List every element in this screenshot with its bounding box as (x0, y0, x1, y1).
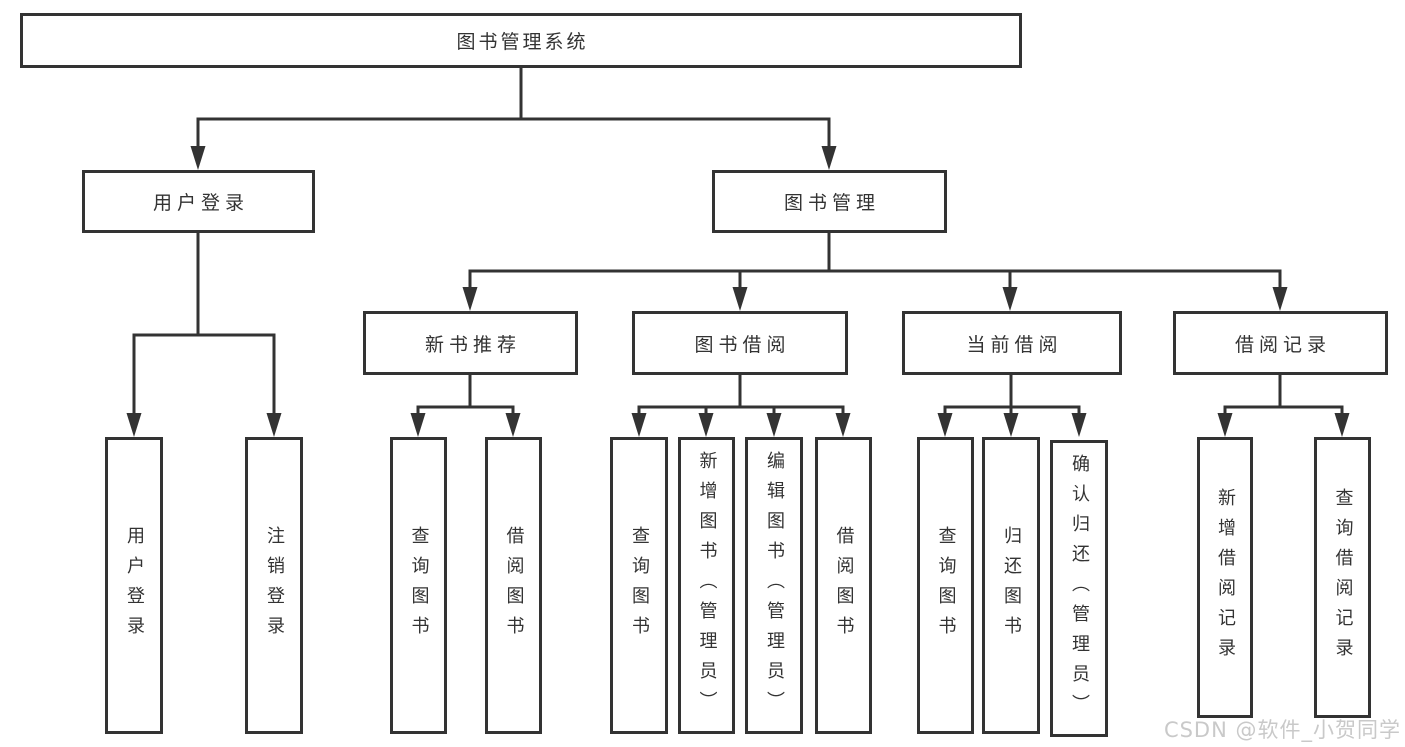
leaf-records-query-record-label: 查询借阅记录 (1332, 487, 1354, 668)
node-book-management-branch: 图书管理 (712, 170, 947, 233)
leaf-logout-label: 注销登录 (264, 525, 285, 646)
leaf-borrowing-edit-books-admin-label: 编辑图书（管理员） (764, 450, 785, 721)
node-book-borrowing: 图书借阅 (632, 311, 848, 375)
leaf-current-confirm-return-admin-label: 确认归还（管理员） (1069, 453, 1090, 724)
leaf-user-login: 用户登录 (105, 437, 163, 734)
node-user-login-branch: 用户登录 (82, 170, 315, 233)
leaf-current-confirm-return-admin: 确认归还（管理员） (1050, 440, 1108, 737)
leaf-records-query-record: 查询借阅记录 (1314, 437, 1371, 718)
csdn-watermark: CSDN @软件_小贺同学 (1163, 718, 1401, 742)
node-borrowing-records: 借阅记录 (1173, 311, 1388, 375)
leaf-borrowing-borrow-books-label: 借阅图书 (833, 525, 855, 646)
node-new-book-recommend: 新书推荐 (363, 311, 578, 375)
node-current-borrowing: 当前借阅 (902, 311, 1122, 375)
leaf-user-login-label: 用户登录 (124, 525, 145, 646)
leaf-borrowing-query-books: 查询图书 (610, 437, 668, 734)
node-library-management-system: 图书管理系统 (20, 13, 1022, 68)
leaf-records-add-record: 新增借阅记录 (1197, 437, 1253, 718)
leaf-records-add-record-label: 新增借阅记录 (1215, 487, 1236, 668)
leaf-recommend-query-books: 查询图书 (390, 437, 447, 734)
leaf-borrowing-borrow-books: 借阅图书 (815, 437, 872, 734)
leaf-borrowing-query-books-label: 查询图书 (629, 525, 650, 646)
leaf-recommend-borrow-books: 借阅图书 (485, 437, 542, 734)
leaf-current-query-books: 查询图书 (917, 437, 974, 734)
leaf-current-return-books-label: 归还图书 (1001, 525, 1022, 646)
leaf-logout: 注销登录 (245, 437, 303, 734)
leaf-borrowing-edit-books-admin: 编辑图书（管理员） (745, 437, 803, 734)
arrowheads (126, 146, 1350, 437)
leaf-current-return-books: 归还图书 (982, 437, 1040, 734)
leaf-borrowing-add-books-admin: 新增图书（管理员） (678, 437, 735, 734)
leaf-borrowing-add-books-admin-label: 新增图书（管理员） (696, 450, 718, 721)
leaf-recommend-borrow-books-label: 借阅图书 (503, 525, 525, 646)
leaf-recommend-query-books-label: 查询图书 (408, 525, 430, 646)
leaf-current-query-books-label: 查询图书 (935, 525, 957, 646)
